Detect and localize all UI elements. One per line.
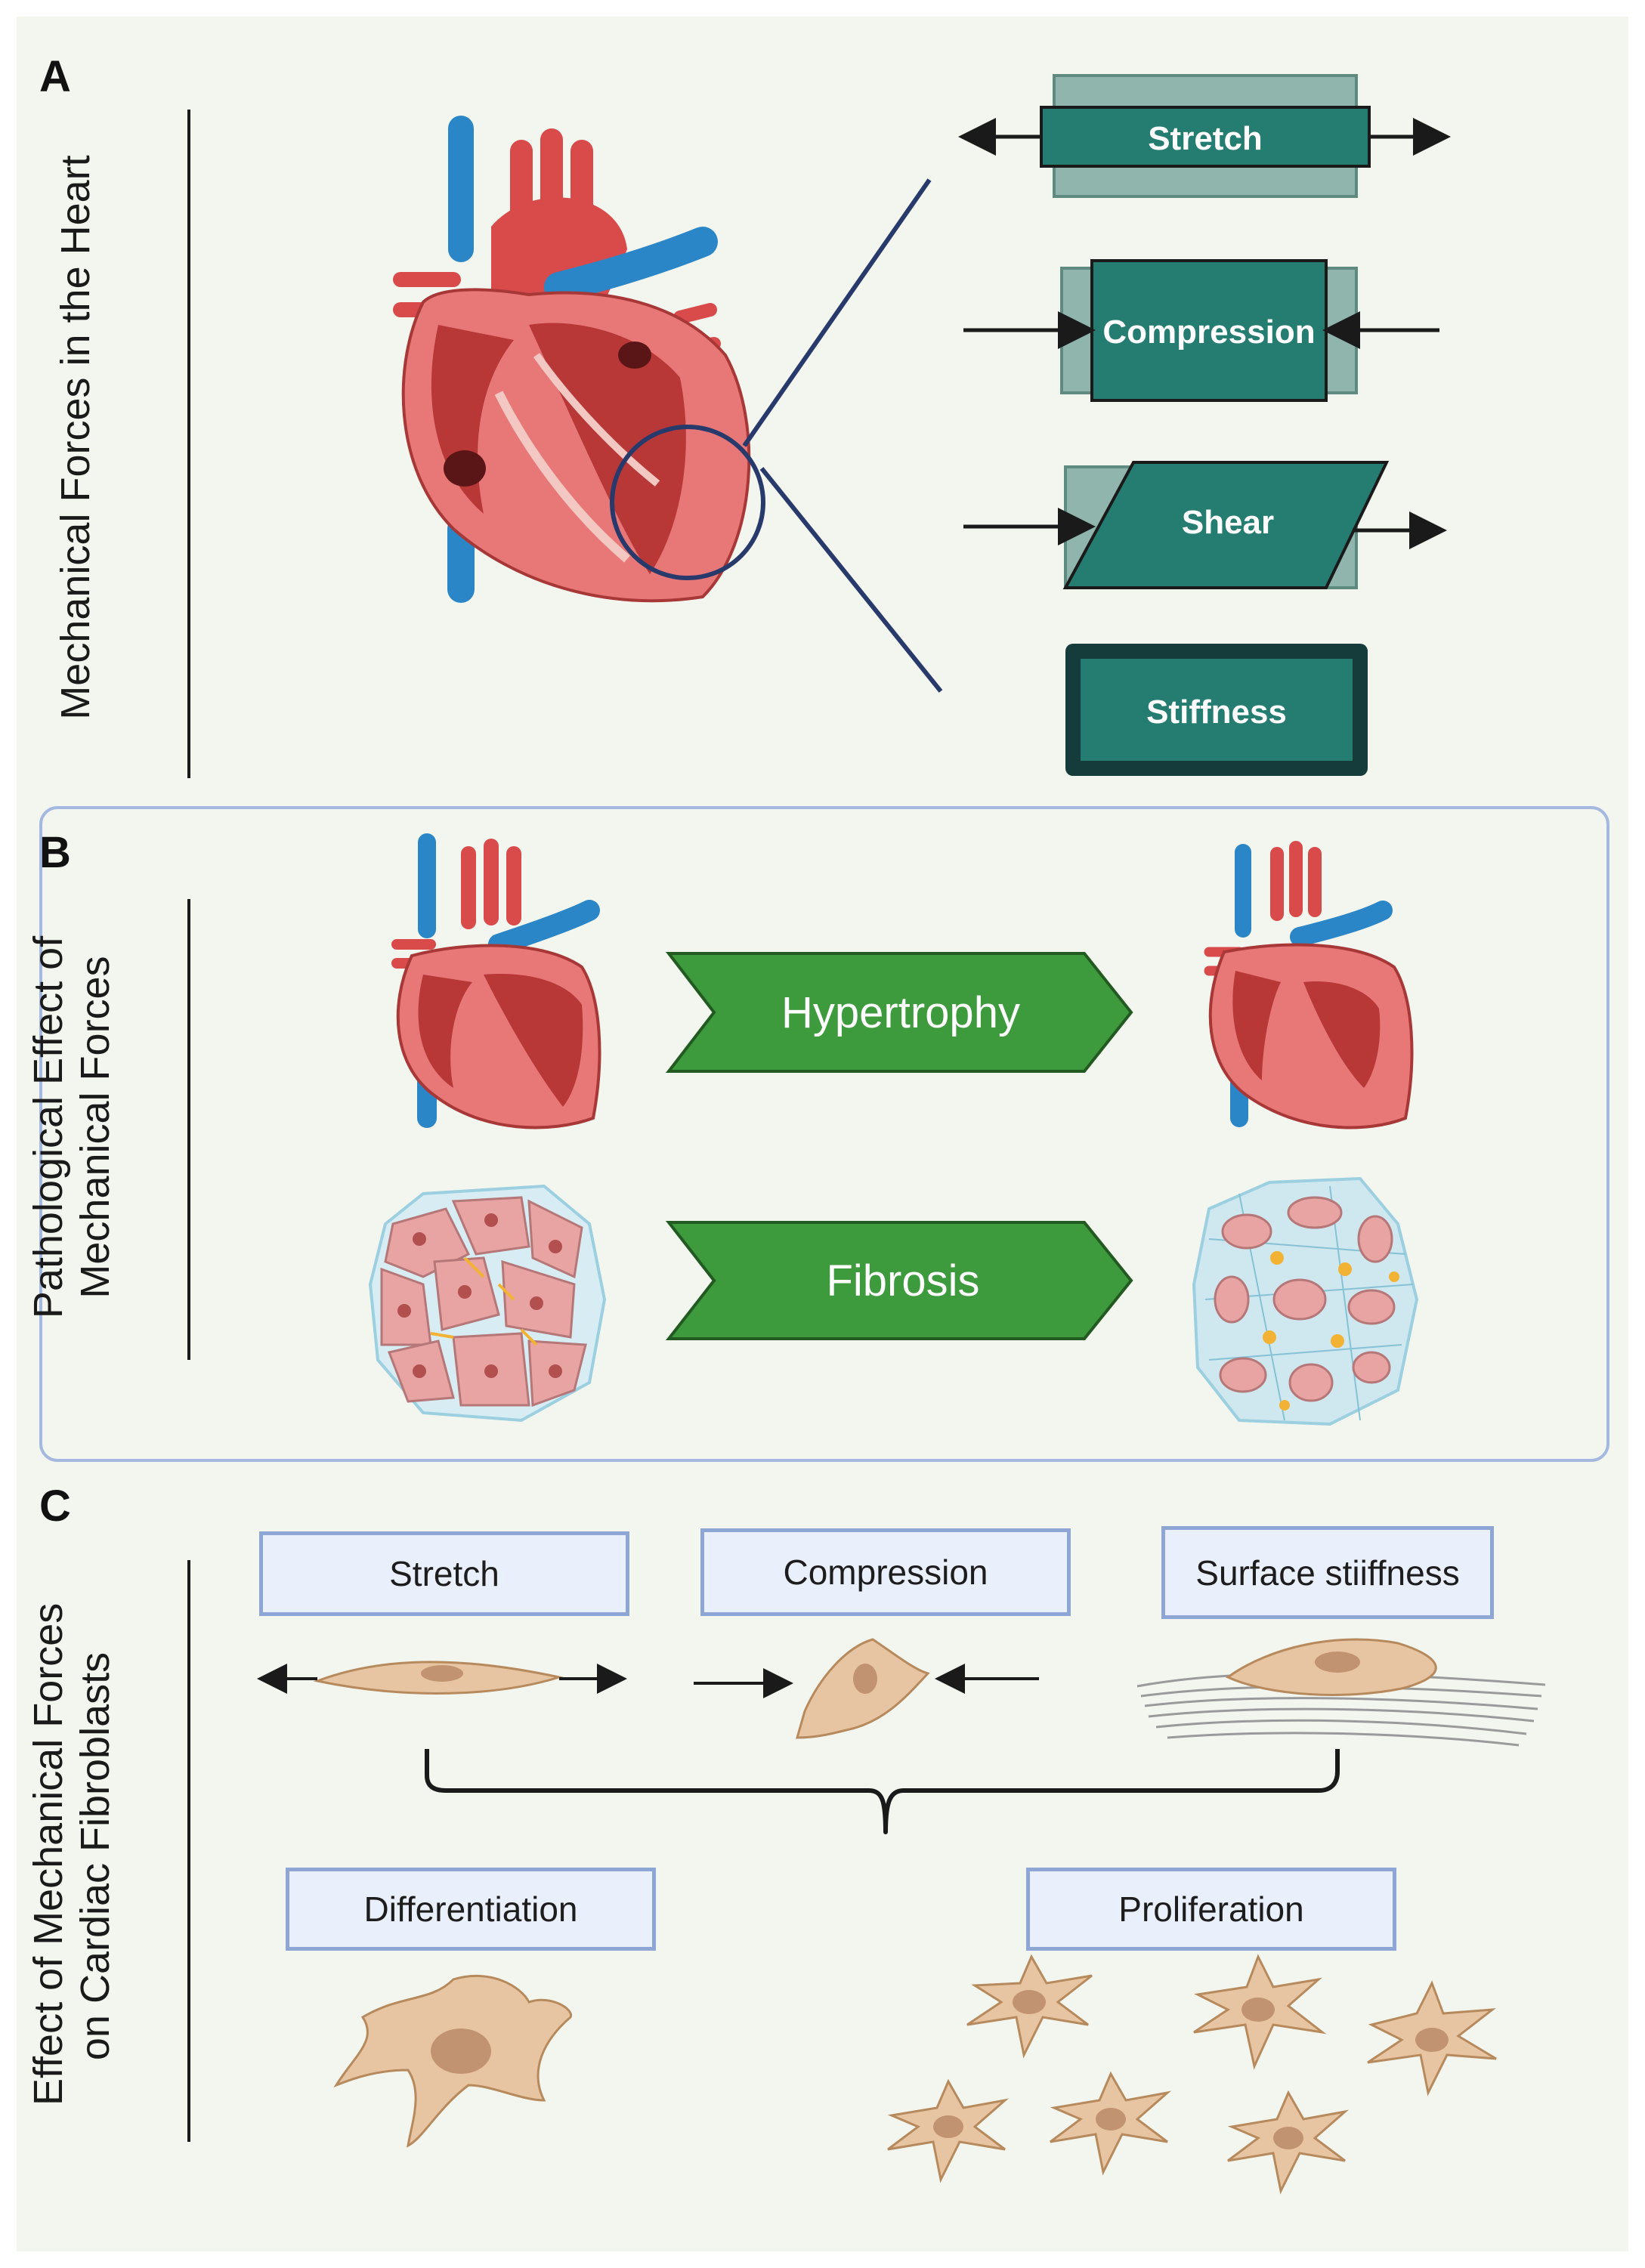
fibrosis-arrow [665,1221,1133,1340]
stimulus-box-surface-stiffness: Surface stiiffness [1161,1526,1494,1619]
convergence-brace [425,1749,1340,1834]
effect-label-hypertrophy: Hypertrophy [781,988,1020,1037]
hypertrophic-heart-icon [1204,841,1414,1129]
myofibroblast-icon [333,1975,572,2148]
panel-a-letter: A [39,52,71,101]
panel-a-divider [187,110,190,778]
panel-b-frame [39,806,1609,1462]
stretched-fibroblast-icon [257,1661,627,1695]
outcome-box-differentiation: Differentiation [286,1868,656,1951]
heart-anatomy-icon [393,116,751,603]
force-label-stiffness: Stiffness [1146,694,1287,731]
hypertrophy-arrow [665,952,1133,1073]
panel-b-letter: B [39,828,71,877]
stiffness-force-icon [1065,644,1368,776]
effect-label-fibrosis: Fibrosis [826,1256,979,1305]
panel-c-divider [187,1560,190,2142]
compressed-fibroblast-icon [694,1638,1039,1739]
compression-force-icon [963,259,1439,402]
proliferating-fibroblasts-icon [887,1954,1497,2195]
panel-b-divider [187,899,190,1360]
outcome-box-proliferation: Proliferation [1026,1868,1396,1951]
shear-force-icon [963,461,1447,589]
force-label-compression: Compression [1102,314,1315,351]
normal-tissue-icon [368,1184,607,1423]
stimulus-box-compression: Compression [700,1528,1071,1616]
stiff-surface-fibroblast-icon [1136,1638,1546,1747]
panel-c-letter: C [39,1482,71,1531]
fibroblast-nuclei [933,1990,1449,2149]
zoom-callout [610,178,943,693]
stimulus-box-stretch: Stretch [259,1531,629,1616]
force-label-stretch: Stretch [1148,120,1263,157]
fibrotic-tissue-icon [1192,1176,1419,1426]
normal-heart-icon [391,833,601,1129]
force-label-shear: Shear [1182,504,1274,541]
stretch-force-icon [958,74,1451,198]
